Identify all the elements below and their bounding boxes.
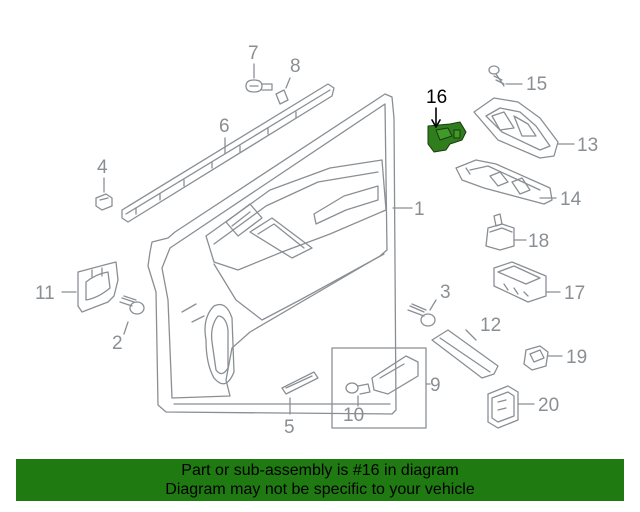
callout-20: 20	[538, 395, 560, 416]
callout-14: 14	[560, 189, 582, 210]
leader-line-2	[123, 321, 129, 335]
leader-line-8	[285, 77, 291, 89]
window-switch-part-17	[493, 261, 547, 303]
callout-7: 7	[248, 43, 259, 64]
leader-line-3	[429, 299, 437, 311]
screw-part-3	[407, 303, 436, 327]
callout-17: 17	[564, 283, 586, 304]
clip-part-8	[275, 89, 289, 105]
callout-2: 2	[112, 333, 123, 354]
callout-13: 13	[577, 135, 599, 156]
switch-panel-part-14	[455, 159, 553, 205]
callout-5: 5	[284, 417, 295, 438]
callout-19: 19	[566, 347, 588, 368]
banner-line-1: Part or sub-assembly is #16 in diagram	[181, 462, 459, 479]
callout-16: 16	[426, 87, 448, 108]
callout-15: 15	[526, 74, 548, 95]
pull-handle-bracket	[77, 261, 119, 313]
courtesy-lamp-box	[331, 347, 427, 429]
callout-11: 11	[35, 283, 55, 304]
switch-bezel-part-13	[473, 97, 559, 159]
callout-3: 3	[440, 282, 451, 303]
screw-part-15	[488, 65, 505, 87]
callout-4: 4	[97, 157, 108, 178]
switch-part-20	[487, 385, 519, 429]
info-banner: Part or sub-assembly is #16 in diagram D…	[16, 459, 624, 501]
strip-part-12	[431, 329, 499, 379]
highlighted-part-16	[427, 121, 467, 153]
callout-10: 10	[343, 405, 365, 426]
banner-line-2: Diagram may not be specific to your vehi…	[165, 481, 475, 498]
switch-part-19	[523, 345, 549, 371]
callout-18: 18	[528, 231, 550, 252]
callout-12: 12	[480, 315, 502, 336]
clip-part-7	[245, 79, 273, 93]
arrowhead-16	[431, 119, 441, 128]
callout-1: 1	[414, 199, 425, 220]
belt-molding-strip	[121, 83, 335, 223]
switch-part-18	[485, 213, 515, 251]
bracket-part-4	[95, 193, 113, 211]
callout-9: 9	[430, 375, 441, 396]
strip-part-5	[281, 371, 319, 395]
door-trim-panel	[147, 93, 397, 415]
callout-6: 6	[219, 116, 230, 137]
screw-part-2	[119, 295, 145, 315]
leader-line-12	[465, 329, 477, 341]
callout-8: 8	[290, 56, 301, 77]
